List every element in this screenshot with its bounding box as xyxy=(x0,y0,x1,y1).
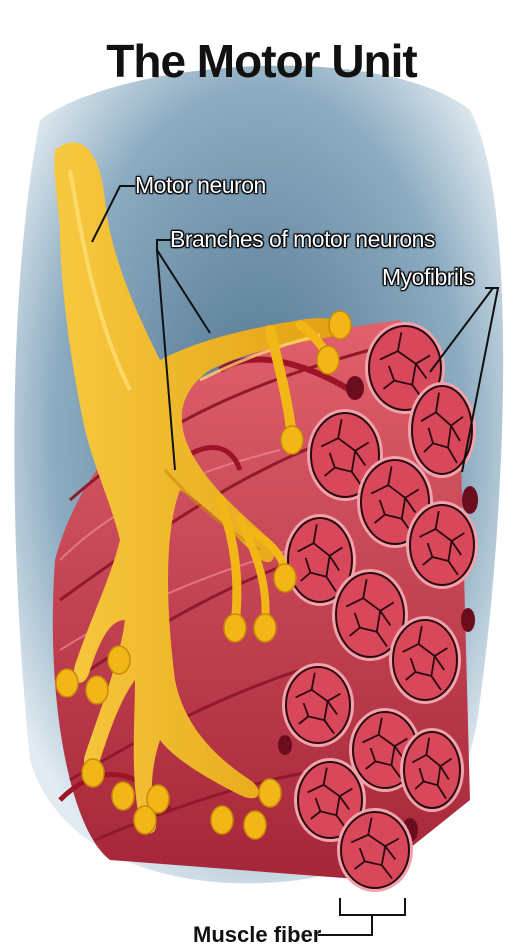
synaptic-terminal-bulb xyxy=(317,346,339,374)
synaptic-terminal-bulb xyxy=(56,669,78,697)
synaptic-terminal-bulb xyxy=(274,564,296,592)
synaptic-terminal-bulb xyxy=(82,759,104,787)
fiber-cross-section xyxy=(406,501,478,589)
synaptic-terminal-bulb xyxy=(259,779,281,807)
synaptic-terminal-bulb xyxy=(254,614,276,642)
synaptic-terminal-bulb xyxy=(244,811,266,839)
fiber-cross-section xyxy=(282,663,354,747)
synaptic-terminal-bulb xyxy=(281,426,303,454)
motor-neuron-label: Motor neuron xyxy=(135,172,266,199)
branches-label: Branches of motor neurons xyxy=(170,226,435,253)
page-title: The Motor Unit xyxy=(0,34,523,88)
synaptic-terminal-bulb xyxy=(108,646,130,674)
myofibrils-label: Myofibrils xyxy=(382,264,474,291)
fiber-cross-section xyxy=(408,382,476,478)
fiber-cross-section xyxy=(389,616,461,704)
synaptic-terminal-bulb xyxy=(224,614,246,642)
synaptic-terminal-bulb xyxy=(211,806,233,834)
synaptic-terminal-bulb xyxy=(329,311,351,339)
fiber-cross-section xyxy=(337,808,413,892)
muscle-fiber-label: Muscle fiber xyxy=(193,922,321,948)
fiber-cross-section xyxy=(400,728,464,812)
synaptic-terminal-bulb xyxy=(134,806,156,834)
synaptic-terminal-bulb xyxy=(112,782,134,810)
synaptic-terminal-bulb xyxy=(86,676,108,704)
